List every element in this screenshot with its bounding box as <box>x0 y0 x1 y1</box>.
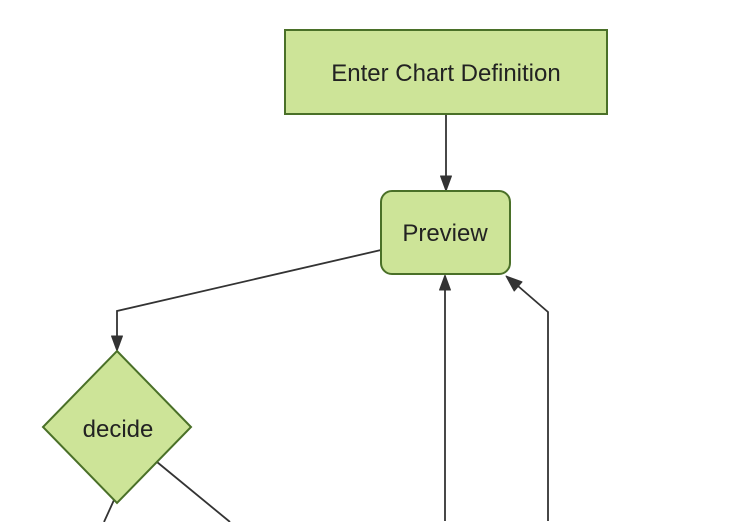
arrowhead-preview-to-decide <box>111 335 123 352</box>
node-group: Enter Chart Definition Preview decide <box>41 29 608 505</box>
node-preview: Preview <box>380 190 511 275</box>
node-preview-label: Preview <box>402 220 488 247</box>
node-decide-shape <box>41 349 193 505</box>
arrowhead-return-to-preview-bottom <box>439 274 451 291</box>
node-decide-label: decide <box>83 416 154 443</box>
edge-return-to-preview-corner <box>517 285 549 521</box>
node-enter-chart-definition-shape <box>284 29 608 115</box>
edge-group <box>103 114 549 522</box>
edge-decide-offscreen-left <box>103 499 115 522</box>
edge-preview-to-decide <box>116 249 382 337</box>
node-preview-shape <box>380 190 511 275</box>
arrowhead-enter-to-preview <box>440 175 452 192</box>
node-decide: decide <box>41 349 193 505</box>
edge-decide-offscreen-right <box>156 461 231 522</box>
node-enter-chart-definition: Enter Chart Definition <box>284 29 608 115</box>
arrowhead-return-to-preview-corner <box>505 275 523 292</box>
node-enter-chart-definition-label: Enter Chart Definition <box>331 60 560 87</box>
